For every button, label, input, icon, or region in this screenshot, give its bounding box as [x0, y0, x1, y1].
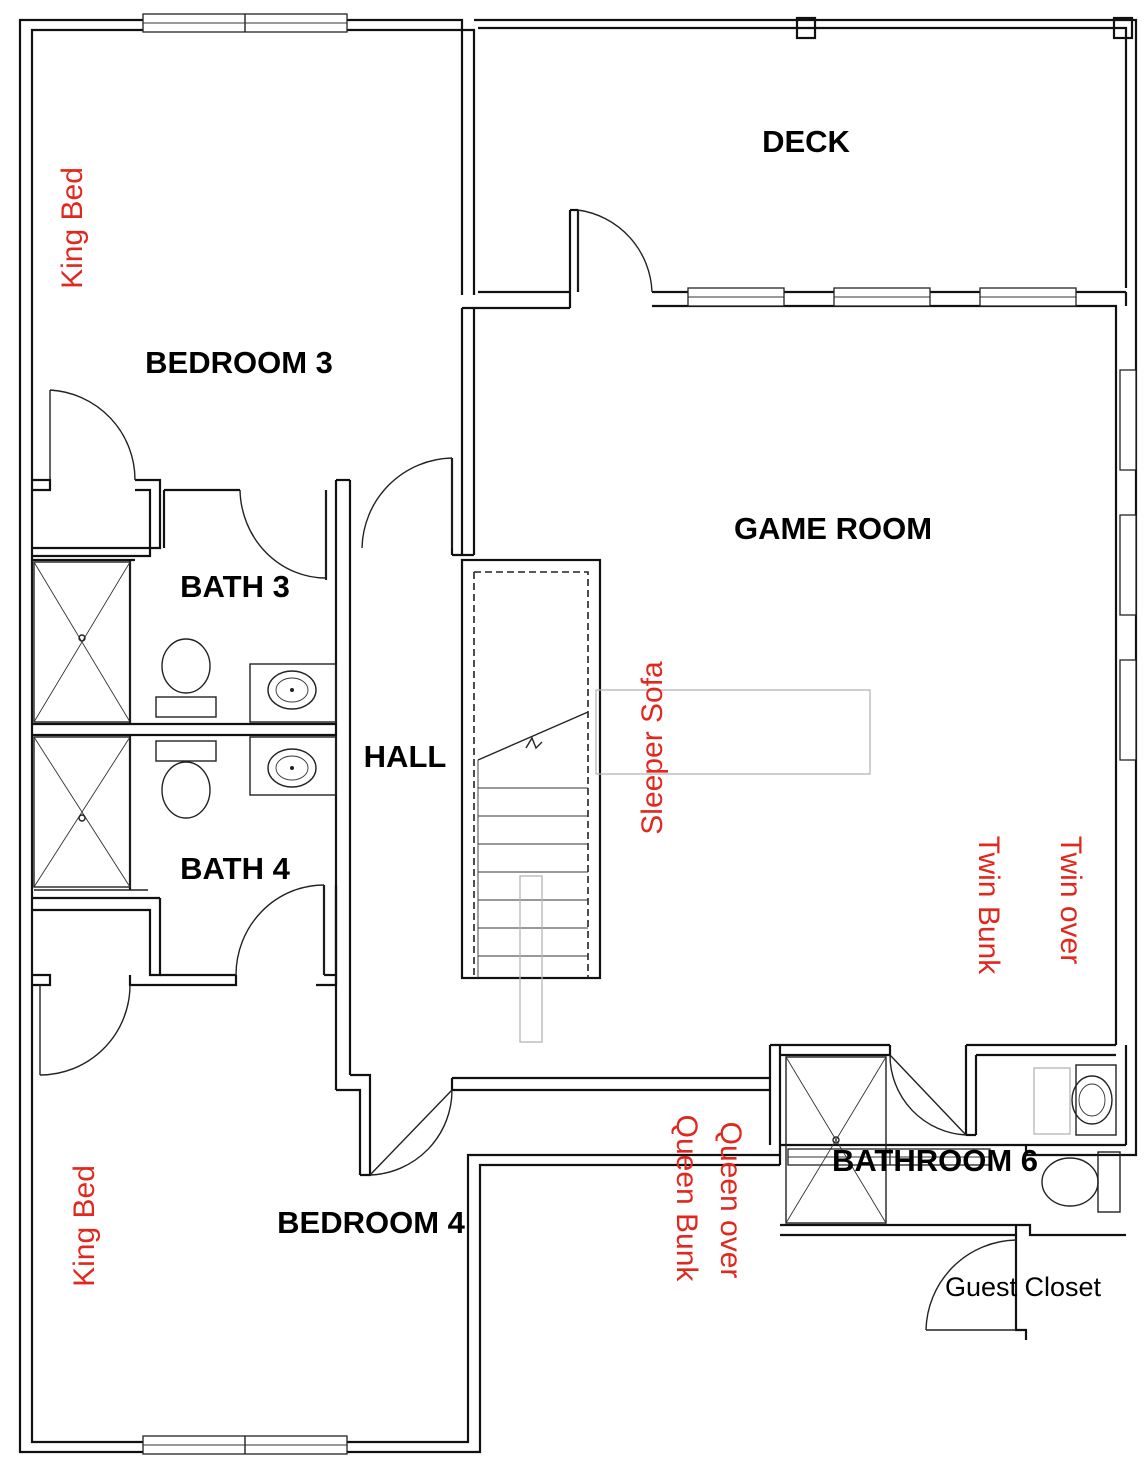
sleeper-sofa-label: Sleeper Sofa [636, 661, 669, 835]
twin-bunk-line1-label: Twin over [1054, 836, 1087, 964]
bedroom3-label: BEDROOM 3 [145, 345, 333, 380]
guest-closet-label: Guest Closet [945, 1272, 1102, 1302]
deck-label: DECK [762, 124, 850, 159]
windows [142, 13, 1137, 1455]
queen-bunk-line2-label: Queen Bunk [670, 1115, 703, 1283]
bath3-label: BATH 3 [180, 569, 290, 604]
sleeper-sofa-outline [595, 689, 871, 775]
furniture-labels: King Bed King Bed Sleeper Sofa Twin over… [56, 167, 1087, 1287]
doors [39, 209, 1017, 1331]
bathroom6-label: BATHROOM 6 [832, 1143, 1038, 1178]
bath4-fixtures [33, 736, 337, 891]
game-room-label: GAME ROOM [734, 511, 932, 546]
twin-bunk-line2-label: Twin Bunk [972, 836, 1005, 975]
room-labels: DECK BEDROOM 3 GAME ROOM BATH 3 HALL BAT… [145, 124, 1101, 1302]
interior-walls [32, 308, 1126, 1340]
hall-label: HALL [364, 739, 447, 774]
bath4-label: BATH 4 [180, 851, 290, 886]
bath3-fixtures [33, 561, 337, 723]
bedroom4-label: BEDROOM 4 [277, 1205, 466, 1240]
bedroom3-bed-label: King Bed [56, 167, 89, 289]
bedroom4-bed-label: King Bed [68, 1165, 101, 1287]
queen-bunk-line1-label: Queen over [714, 1122, 747, 1279]
bathroom6-fixtures [785, 1056, 1121, 1224]
staircase [460, 558, 602, 1043]
